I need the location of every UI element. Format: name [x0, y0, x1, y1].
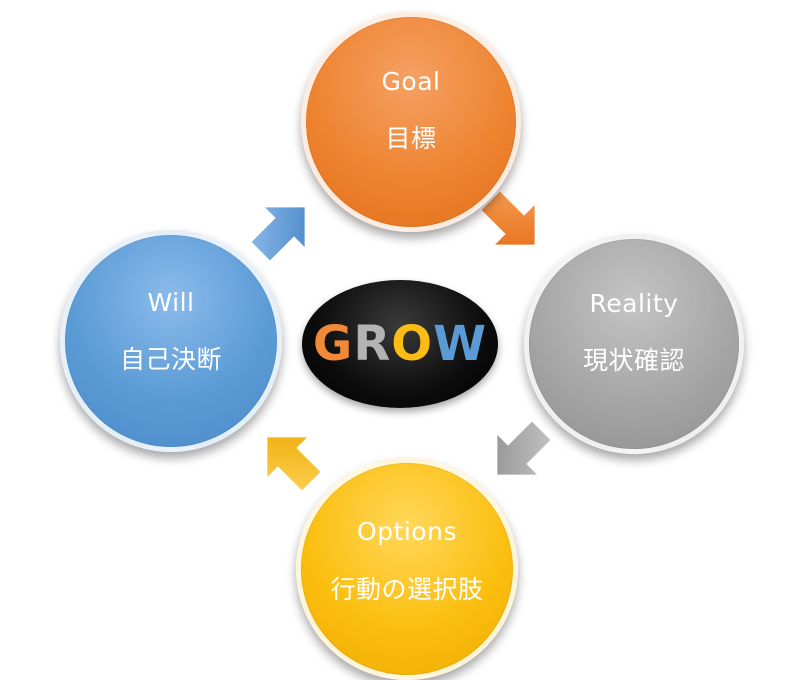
options-subtitle: 行動の選択肢 — [330, 574, 484, 604]
grow-letter-g: G — [312, 316, 354, 372]
arrow-options-to-will — [267, 437, 321, 491]
grow-center-label: G R O W — [302, 280, 498, 408]
grow-letter-r: R — [353, 316, 392, 372]
reality-subtitle: 現状確認 — [582, 346, 685, 375]
options-circle: Options 行動の選択肢 — [296, 458, 518, 680]
reality-title: Reality — [589, 289, 679, 318]
will-circle: Will 自己決断 — [60, 230, 282, 452]
will-subtitle: 自己決断 — [119, 345, 222, 374]
reality-circle: Reality 現状確認 — [524, 234, 744, 454]
options-title: Options — [357, 516, 457, 546]
arrow-will-to-goal — [251, 207, 305, 261]
goal-subtitle: 目標 — [385, 124, 437, 153]
grow-letter-w: W — [433, 316, 488, 372]
will-title: Will — [147, 288, 195, 317]
arrow-goal-to-reality — [481, 191, 535, 245]
goal-circle: Goal 目標 — [301, 12, 521, 232]
grow-letter-o: O — [391, 316, 434, 372]
arrow-reality-to-options — [497, 421, 551, 475]
goal-title: Goal — [381, 67, 441, 96]
